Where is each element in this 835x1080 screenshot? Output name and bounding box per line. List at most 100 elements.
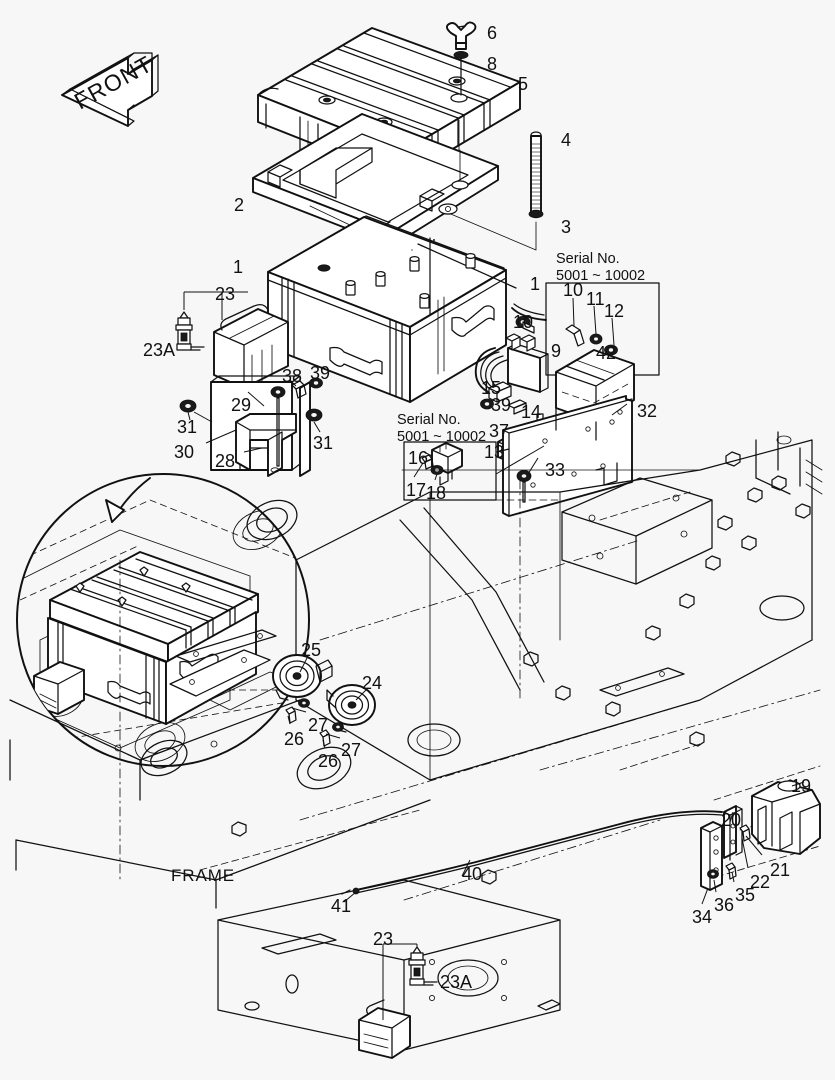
callout-19: 19 <box>791 776 812 796</box>
leader-34 <box>701 887 709 905</box>
leader-40 <box>461 859 471 877</box>
washer-tank-part19 <box>751 779 821 855</box>
lamp-bulb-part23a-upper <box>175 311 205 351</box>
callout-28: 28 <box>215 451 236 471</box>
screw-part38 <box>291 380 307 399</box>
serial-note-lower-line1: Serial No. <box>397 412 461 428</box>
callout-23: 23 <box>215 284 236 304</box>
callout-27: 27 <box>341 740 362 760</box>
rod-assembly-leader <box>445 211 537 251</box>
bolt-part26-a <box>285 706 297 724</box>
callout-17: 17 <box>406 480 427 500</box>
callout-4: 4 <box>561 130 572 150</box>
callout-29: 29 <box>231 395 252 415</box>
washer-hose-part40 <box>352 810 723 895</box>
serial-note-upper-line1: Serial No. <box>556 251 620 267</box>
callout-35: 35 <box>735 885 756 905</box>
leader-20 <box>729 811 734 823</box>
washer-part27-a <box>298 698 310 708</box>
callout-33: 33 <box>545 460 566 480</box>
callout-31: 31 <box>313 433 334 453</box>
callout-8: 8 <box>487 54 498 74</box>
battery-part1 <box>267 215 517 403</box>
lamp-bulb-part23a-lower <box>408 946 438 986</box>
detail-view-circle <box>16 473 310 767</box>
callout-13: 13 <box>484 442 505 462</box>
leader-27a <box>291 707 307 713</box>
callout-34: 34 <box>692 907 713 927</box>
callout-1: 1 <box>233 257 244 277</box>
leader-22 <box>741 837 749 869</box>
callout-9: 9 <box>551 341 562 361</box>
callout-2: 2 <box>234 195 245 215</box>
callout-23: 23 <box>373 929 394 949</box>
leader-29 <box>247 391 265 407</box>
callout-39: 39 <box>310 363 331 383</box>
callout-11: 11 <box>586 289 605 309</box>
serial-note-upper-box <box>545 282 660 376</box>
callout-6: 6 <box>487 23 498 43</box>
callout-26: 26 <box>318 751 339 771</box>
callout-40: 40 <box>462 864 483 884</box>
callout-36: 36 <box>714 895 735 915</box>
frame-section-label: FRAME <box>171 866 235 885</box>
callout-16: 16 <box>408 448 429 468</box>
nut-part31-right <box>305 408 323 422</box>
leader-28 <box>243 447 263 453</box>
serial-note-lower: Serial No.5001 ~ 10002 <box>397 412 486 446</box>
serial-note-upper: Serial No.5001 ~ 10002 <box>556 251 645 285</box>
hold-down-rod-part4 <box>528 131 544 219</box>
leader-31-right <box>313 421 321 433</box>
callout-1: 1 <box>530 274 541 294</box>
leader-27b <box>325 733 341 739</box>
serial-note-lower-line2: 5001 ~ 10002 <box>397 429 487 446</box>
bolt-part35 <box>725 862 737 880</box>
callout-20: 20 <box>721 810 742 830</box>
leader-26a <box>287 715 291 725</box>
horn-part25 <box>272 654 333 701</box>
leader-26b <box>322 739 326 749</box>
callout-23A: 23A <box>440 972 473 992</box>
callout-10: 10 <box>513 312 534 332</box>
leader-21 <box>745 835 763 856</box>
callout-39: 39 <box>491 395 512 415</box>
washer-part27-b <box>332 722 344 732</box>
callout-18: 18 <box>426 483 447 503</box>
callout-14: 14 <box>521 402 542 422</box>
callout-30: 30 <box>174 442 195 462</box>
callout-15: 15 <box>481 378 502 398</box>
callout-5: 5 <box>518 74 529 94</box>
callout-23A: 23A <box>143 340 176 360</box>
callout-42: 42 <box>596 343 617 363</box>
leader-30 <box>205 429 237 444</box>
callout-12: 12 <box>604 301 625 321</box>
serial-note-upper-line2: 5001 ~ 10002 <box>556 268 646 285</box>
leader-38 <box>289 379 297 387</box>
callout-3: 3 <box>561 217 572 237</box>
callout-31: 31 <box>177 417 198 437</box>
leader-32 <box>611 403 628 416</box>
nut-part31-left <box>179 399 197 413</box>
leader-41 <box>343 891 357 903</box>
callout-32: 32 <box>637 401 658 421</box>
callout-26: 26 <box>284 729 305 749</box>
callout-10: 10 <box>563 280 584 300</box>
leader-36 <box>713 879 717 893</box>
leader-24 <box>355 687 369 701</box>
callout-25: 25 <box>301 640 322 660</box>
horn-part24 <box>326 684 376 733</box>
callout-41: 41 <box>331 896 352 916</box>
callout-22: 22 <box>750 872 771 892</box>
leader-33 <box>527 457 539 475</box>
bolt-part22 <box>739 824 751 842</box>
nut-part36 <box>707 869 719 879</box>
leader-31-left <box>193 411 213 423</box>
serial-note-lower-box <box>403 441 497 501</box>
callout-38: 38 <box>282 366 303 386</box>
callout-37: 37 <box>489 421 510 441</box>
wing-nut-part6 <box>445 21 477 50</box>
tank-bracket-part21 <box>723 805 743 861</box>
leader-35 <box>731 871 735 883</box>
